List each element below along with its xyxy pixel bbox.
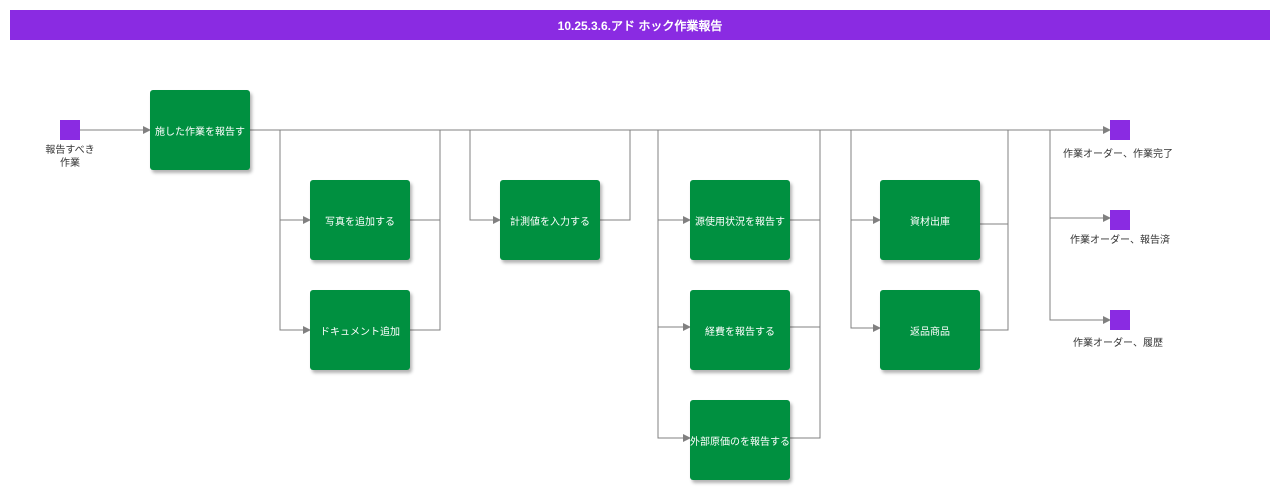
connector-from-return (980, 224, 1009, 331)
connector-to-external (657, 327, 691, 442)
diagram-title: 10.25.3.6.アド ホック作業報告 (10, 10, 1270, 40)
end-event-completed[interactable] (1110, 120, 1130, 140)
task-report-work[interactable]: 施した作業を報告す (150, 90, 250, 170)
connector-from-measurement (600, 130, 631, 221)
start-event-label-line1: 報告すべき (45, 145, 95, 156)
connector-to-expense (657, 220, 691, 331)
connector-from-document (410, 220, 441, 331)
task-report-expense[interactable]: 経費を報告する (690, 290, 790, 370)
connector-from-expense (790, 220, 821, 328)
task-enter-measurement[interactable]: 計測値を入力する (500, 180, 600, 260)
connector-to-measurement (469, 130, 501, 224)
end-event-reported[interactable] (1110, 210, 1130, 230)
end-event-history[interactable] (1110, 310, 1130, 330)
task-report-resource[interactable]: 源使用状況を報告す (690, 180, 790, 260)
end-event-history-label: 作業オーダー、履歴 (1073, 338, 1163, 349)
connector-to-photo (279, 130, 311, 224)
connector-to-resource (657, 130, 691, 224)
task-add-photo[interactable]: 写真を追加する (310, 180, 410, 260)
end-event-reported-label: 作業オーダー、報告済 (1070, 235, 1170, 246)
connector-from-photo (410, 130, 441, 221)
task-add-document[interactable]: ドキュメント追加 (310, 290, 410, 370)
end-event-completed-label: 作業オーダー、作業完了 (1063, 149, 1173, 160)
start-event-label-line2: 作業 (60, 158, 80, 169)
connector-to-document (279, 220, 311, 334)
task-report-external-cost[interactable]: 外部原価のを報告する (690, 400, 790, 480)
start-event-label: 報告すべき 作業 (30, 144, 110, 170)
connector-to-material (850, 130, 881, 224)
connector-to-return (850, 220, 881, 332)
start-event[interactable] (60, 120, 80, 140)
connector-to-reported (1049, 130, 1111, 222)
connector-from-material (980, 130, 1009, 225)
connector-from-external (790, 327, 821, 439)
connector-to-history (1049, 218, 1111, 324)
task-material-issue[interactable]: 資材出庫 (880, 180, 980, 260)
connector-from-resource (790, 130, 821, 221)
task-return-goods[interactable]: 返品商品 (880, 290, 980, 370)
